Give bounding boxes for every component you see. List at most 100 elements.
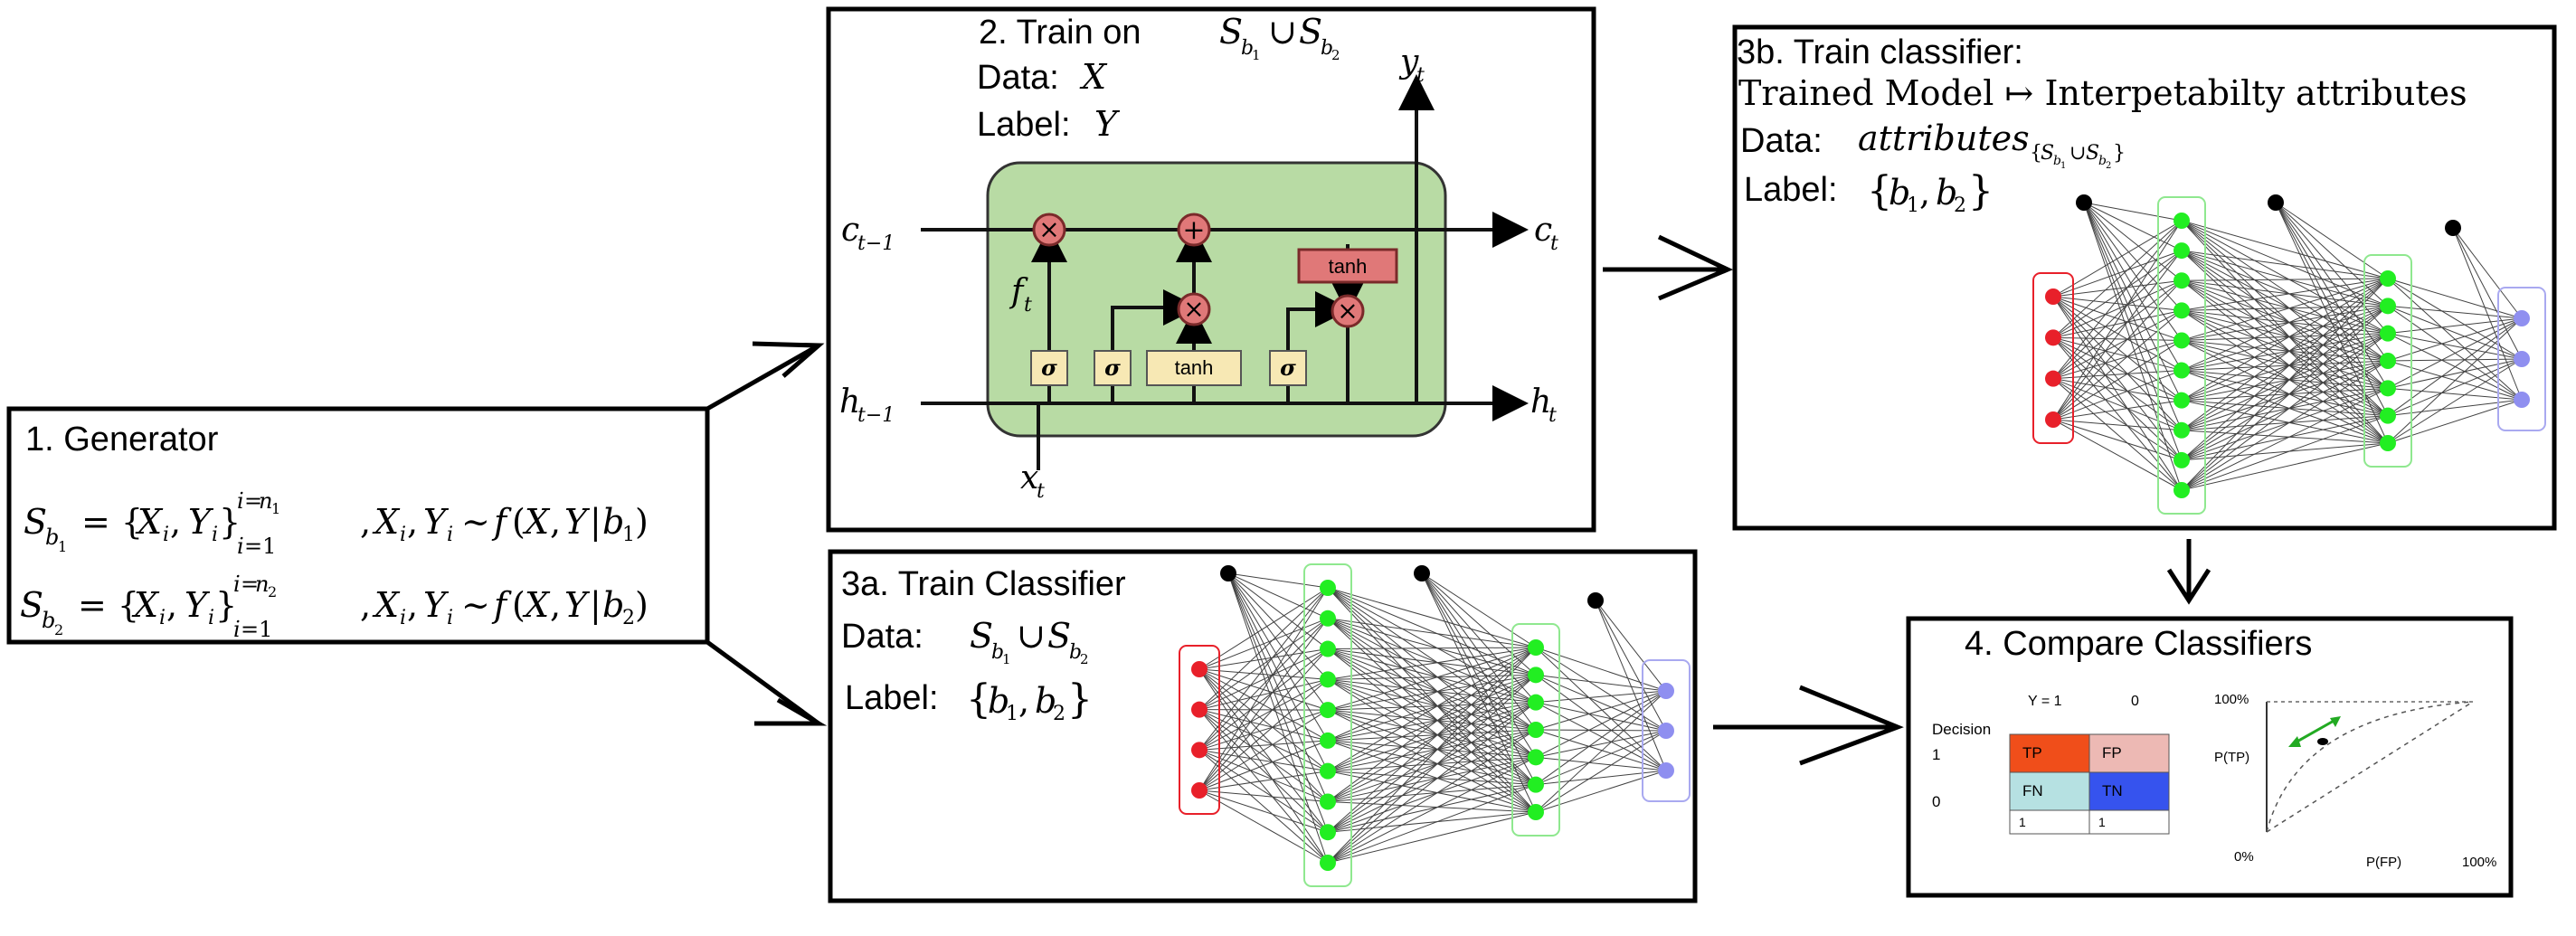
svg-text:t−1: t−1 bbox=[857, 232, 895, 255]
nn3b-hidden1-node bbox=[2174, 363, 2190, 379]
svg-text:S: S bbox=[20, 585, 43, 625]
svg-text:1: 1 bbox=[1252, 47, 1261, 63]
svg-text:,: , bbox=[166, 585, 177, 625]
svg-text:S: S bbox=[1219, 12, 1243, 52]
svg-text:b: b bbox=[602, 502, 624, 542]
arrow-generator-to-3a bbox=[707, 642, 819, 723]
svg-text:∪: ∪ bbox=[1017, 616, 1046, 656]
svg-text:S: S bbox=[24, 502, 47, 542]
arrow-train-to-3b bbox=[1603, 237, 1728, 298]
train-label-label: Label: bbox=[977, 106, 1071, 144]
svg-text:2: 2 bbox=[1331, 47, 1340, 63]
arrow-3a-to-compare bbox=[1713, 687, 1898, 763]
nn3a-input-node bbox=[1191, 702, 1208, 718]
nn3a-hidden1-node bbox=[1320, 580, 1336, 596]
nn3b-hidden1-node bbox=[2174, 482, 2190, 498]
svg-text:,: , bbox=[550, 585, 561, 625]
svg-text:S: S bbox=[970, 616, 993, 656]
nn3b-hidden2-node bbox=[2380, 380, 2396, 396]
nn3a-hidden1-node bbox=[1320, 671, 1336, 687]
svg-text:S: S bbox=[1047, 616, 1071, 656]
nn3b-input-node bbox=[2045, 371, 2061, 387]
nn3a-hidden1-node bbox=[1320, 641, 1336, 657]
nn3a-hidden1-node bbox=[1320, 610, 1336, 627]
svg-text:i: i bbox=[237, 534, 244, 559]
svg-text:i: i bbox=[447, 524, 453, 546]
svg-text:2: 2 bbox=[1954, 194, 1966, 217]
svg-text:t: t bbox=[1024, 294, 1032, 317]
svg-text:,: , bbox=[360, 585, 371, 625]
svg-text:tanh: tanh bbox=[1329, 255, 1368, 278]
nn3a-hidden1-node bbox=[1320, 824, 1336, 840]
svg-text:2: 2 bbox=[268, 583, 277, 600]
cm-tn-label: TN bbox=[2102, 782, 2123, 799]
train-data-label: Data: bbox=[977, 59, 1059, 97]
nn3a-hidden2-node bbox=[1528, 695, 1544, 711]
svg-text:,: , bbox=[550, 502, 561, 542]
nn3a-hidden2-node bbox=[1528, 777, 1544, 793]
roc-ptp-label: P(TP) bbox=[2214, 750, 2249, 765]
nn3b-output-node bbox=[2514, 351, 2530, 367]
train-3a-label-value: { b1 , b2 } bbox=[966, 676, 1093, 725]
svg-text:t: t bbox=[1548, 404, 1557, 427]
svg-text:2: 2 bbox=[54, 621, 63, 638]
svg-text:1: 1 bbox=[1002, 651, 1011, 667]
svg-text:1: 1 bbox=[271, 500, 280, 517]
nn3b-hidden2-node bbox=[2380, 298, 2396, 314]
train-3b-label-label: Label: bbox=[1744, 171, 1838, 209]
svg-text:+: + bbox=[1182, 214, 1205, 246]
svg-text:X: X bbox=[522, 585, 551, 625]
svg-text:t: t bbox=[1416, 64, 1425, 87]
svg-text:X: X bbox=[522, 502, 551, 542]
arrow-generator-to-train bbox=[707, 344, 819, 409]
roc-100-right: 100% bbox=[2462, 855, 2496, 870]
nn3a-hidden2-node bbox=[1528, 667, 1544, 683]
svg-text:t: t bbox=[1037, 480, 1045, 503]
svg-text:1: 1 bbox=[58, 538, 67, 555]
svg-text:X: X bbox=[372, 585, 401, 625]
svg-text:Y: Y bbox=[564, 585, 591, 625]
train-3b-mapping: Trained Model ↦ Interpetabilty attribute… bbox=[1738, 73, 2467, 113]
arrow-3b-to-compare bbox=[2169, 539, 2209, 600]
svg-text:= {: = { bbox=[78, 585, 139, 625]
roc-point bbox=[2317, 738, 2328, 745]
nn3a-hidden1-node bbox=[1320, 763, 1336, 780]
nn3a-hidden1-node bbox=[1320, 793, 1336, 809]
svg-text:|: | bbox=[590, 585, 601, 625]
svg-text:t: t bbox=[1550, 232, 1558, 255]
svg-text:|: | bbox=[590, 502, 601, 542]
svg-text:t−1: t−1 bbox=[857, 404, 895, 427]
nn3b-bias-node bbox=[2445, 220, 2461, 236]
nn3a-bias-node bbox=[1587, 592, 1604, 609]
svg-text:X: X bbox=[372, 502, 401, 542]
svg-text:): ) bbox=[635, 502, 649, 542]
cm-y0-label: 0 bbox=[2131, 694, 2139, 709]
train-3a-label-label: Label: bbox=[845, 679, 939, 717]
svg-text:×: × bbox=[1183, 294, 1204, 324]
nn3b-hidden2-node bbox=[2380, 270, 2396, 287]
nn3a-hidden2-node bbox=[1528, 749, 1544, 765]
svg-text:i: i bbox=[212, 524, 218, 546]
nn3b-input-node bbox=[2045, 411, 2061, 428]
nn3a-input-node bbox=[1191, 782, 1208, 799]
svg-text:Y: Y bbox=[423, 585, 450, 625]
nn3b-hidden1-node bbox=[2174, 302, 2190, 318]
svg-text:): ) bbox=[635, 585, 649, 625]
generator-title: 1. Generator bbox=[25, 421, 219, 459]
nn3a-bias-node bbox=[1220, 565, 1236, 581]
svg-text:X: X bbox=[131, 585, 160, 625]
train-3b-title: 3b. Train classifier: bbox=[1737, 33, 2023, 71]
svg-text:σ: σ bbox=[1041, 355, 1057, 381]
nn3a-hidden1-node bbox=[1320, 733, 1336, 749]
svg-text:}: } bbox=[1968, 168, 1994, 214]
svg-text:∪: ∪ bbox=[2069, 142, 2086, 165]
nn3b-input-node bbox=[2045, 288, 2061, 305]
roc-0-label: 0% bbox=[2234, 849, 2254, 865]
train-3a-title: 3a. Train Classifier bbox=[841, 565, 1126, 603]
svg-text:Y: Y bbox=[423, 502, 450, 542]
nn3b-bias-node bbox=[2076, 194, 2092, 211]
svg-text:i: i bbox=[400, 607, 406, 629]
svg-text:}: } bbox=[2113, 142, 2126, 165]
